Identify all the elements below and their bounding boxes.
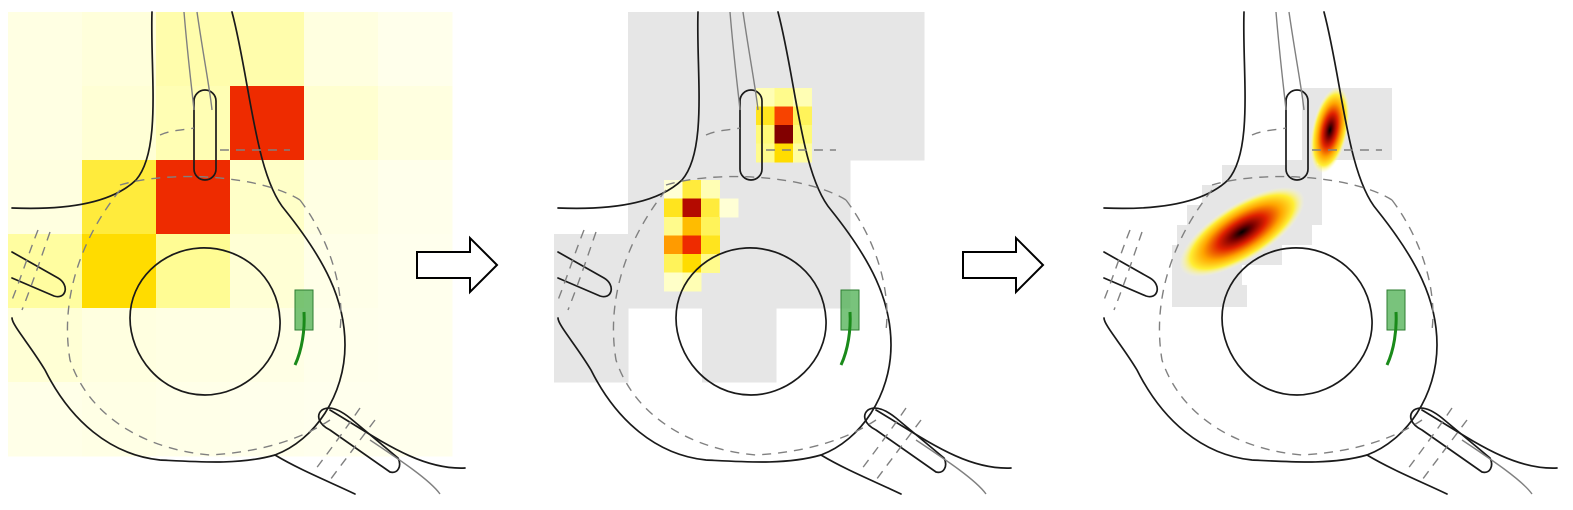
medium-grid-cell [664, 235, 683, 255]
ego-vehicle [839, 288, 861, 367]
medium-grid-cell [682, 217, 702, 236]
right-arrow-icon [962, 235, 1045, 295]
coarse-grid-cell [230, 160, 305, 235]
medium-grid-cell [719, 198, 739, 218]
panel-fine-density [1103, 11, 1558, 495]
coarse-grid-cell [230, 12, 305, 87]
medium-grid-cell [682, 254, 702, 273]
coarse-grid-cell [304, 86, 379, 161]
coarse-grid-cell [378, 12, 453, 87]
coarse-grid-cell [378, 86, 453, 161]
medium-grid-cell [682, 180, 702, 199]
coarse-grid-cell [82, 86, 157, 161]
coarse-grid-cell [230, 382, 305, 457]
medium-grid-cell [774, 88, 794, 107]
masked-cell [776, 160, 851, 235]
medium-grid-cell [756, 106, 775, 126]
medium-grid-cell [664, 217, 683, 236]
medium-grid-cell [774, 106, 794, 126]
coarse-grid-cell [8, 12, 83, 87]
medium-grid-cell [756, 143, 775, 163]
coarse-grid-cell [8, 382, 83, 457]
coarse-grid-cell [156, 160, 231, 235]
upper-exit-blob [1310, 86, 1350, 174]
coarse-grid-cell [156, 234, 231, 309]
medium-grid-cell [701, 217, 720, 236]
medium-grid-cell [682, 272, 702, 292]
coarse-grid-cell [304, 382, 379, 457]
medium-grid-cell [701, 180, 720, 199]
roundabout-roadmap [1103, 11, 1558, 495]
medium-grid-cell [682, 235, 702, 255]
medium-grid-cell [664, 254, 683, 273]
medium-grid-cell [756, 88, 775, 107]
coarse-grid-cell [82, 160, 157, 235]
masked-cell [628, 12, 703, 87]
masked-cell [702, 12, 777, 87]
coarse-grid-cell [304, 160, 379, 235]
medium-grid-cell [756, 125, 775, 144]
coarse-grid-cell [230, 234, 305, 309]
coarse-grid-cell [378, 160, 453, 235]
entry-lane-blob [1179, 187, 1305, 277]
masked-cell [628, 86, 703, 161]
coarse-grid-cell [82, 382, 157, 457]
medium-grid-cell [774, 125, 794, 144]
ego-vehicle [1385, 288, 1407, 367]
coarse-grid-cell [378, 308, 453, 383]
medium-grid-cell [793, 106, 812, 126]
masked-cell [850, 86, 925, 161]
medium-grid-cell [793, 88, 812, 107]
coarse-grid-cell [304, 234, 379, 309]
masked-cell [776, 234, 851, 309]
panel-medium-grid [554, 11, 1012, 495]
masked-cell [776, 12, 851, 87]
masked-cell [850, 12, 925, 87]
medium-grid-cell [701, 198, 720, 218]
coarse-grid-cells [8, 12, 453, 457]
coarse-grid-cell [156, 12, 231, 87]
medium-grid-cell [664, 198, 683, 218]
coarse-grid-cell [82, 234, 157, 309]
medium-grid-cells [664, 88, 812, 292]
coarse-grid-cell [230, 86, 305, 161]
medium-grid-cell [701, 254, 720, 273]
right-arrow-icon [416, 235, 499, 295]
fine-density-blobs [1179, 86, 1350, 277]
medium-grid-cell [701, 235, 720, 255]
medium-grid-cell [682, 198, 702, 218]
coarse-grid-cell [378, 382, 453, 457]
coarse-grid-cell [230, 308, 305, 383]
medium-grid-mask [554, 12, 925, 383]
masked-cell [1172, 285, 1247, 307]
coarse-grid-cell [156, 308, 231, 383]
medium-grid-cell [664, 272, 683, 292]
panel-coarse-grid [8, 11, 466, 495]
coarse-grid-cell [82, 308, 157, 383]
coarse-grid-cell [82, 12, 157, 87]
medium-grid-cell [774, 143, 794, 163]
coarse-grid-cell [8, 160, 83, 235]
masked-cell [702, 308, 777, 383]
coarse-grid-cell [304, 12, 379, 87]
coarse-grid-cell [8, 86, 83, 161]
